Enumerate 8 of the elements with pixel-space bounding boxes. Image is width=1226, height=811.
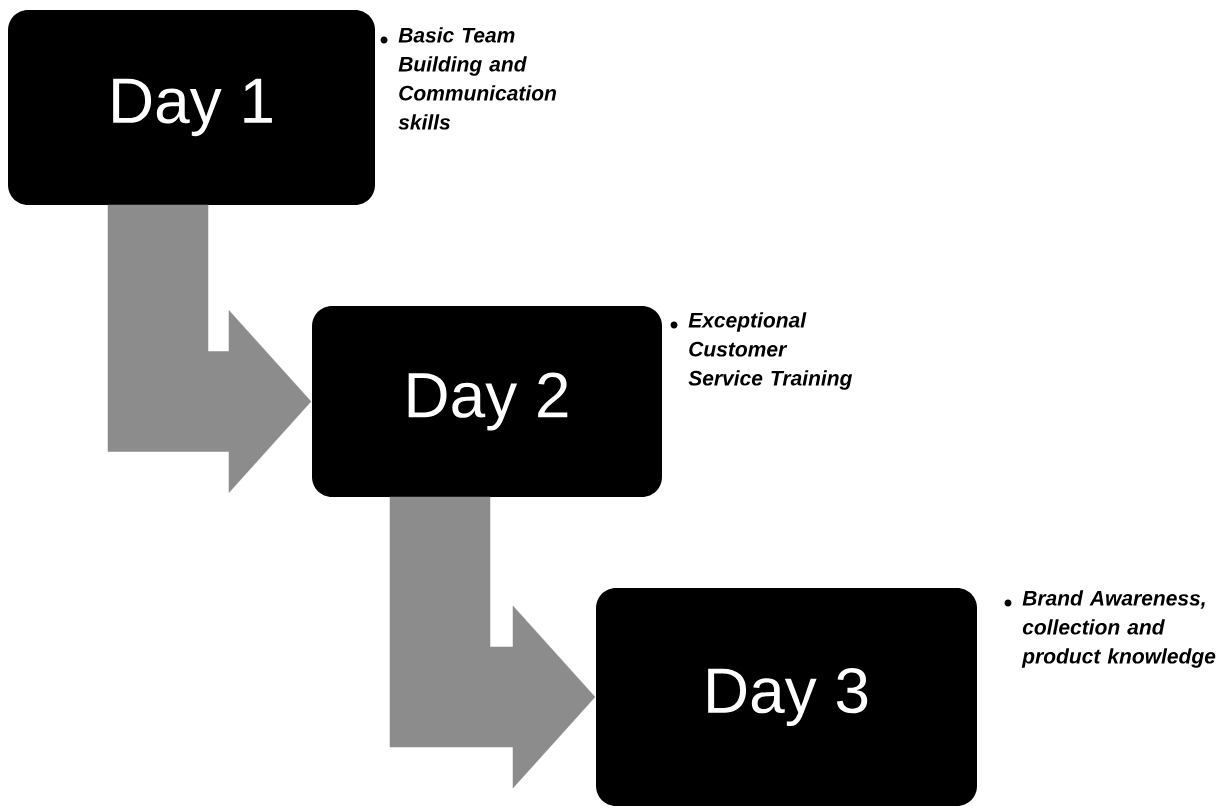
arrow — [107, 204, 312, 493]
day-box: Day 1 — [8, 10, 375, 205]
description-text: Exceptional Customer Service Training — [688, 312, 853, 390]
day-box: Day 2 — [312, 306, 662, 497]
description-text: Basic Team Building and Communication skills — [398, 27, 556, 130]
arrow — [389, 496, 596, 789]
description-text: Brand Awareness, collection and product knowledge — [1021, 590, 1216, 668]
day-box: Day 3 — [596, 588, 977, 806]
